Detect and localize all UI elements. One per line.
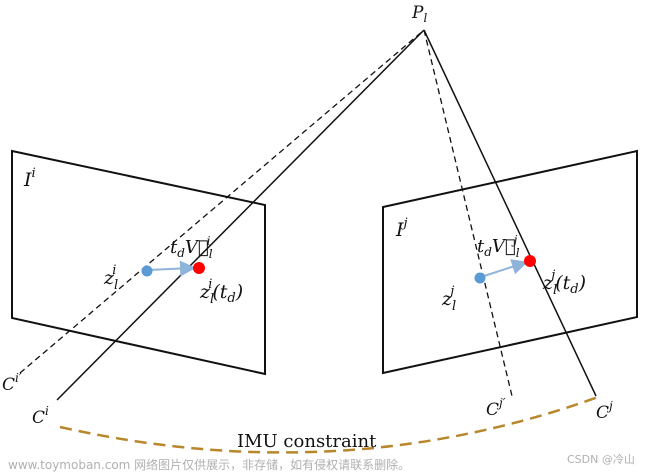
image-plane-i xyxy=(11,149,266,376)
compensated-label-i: zli(td) xyxy=(199,277,243,307)
ray-point-to-cj-prime xyxy=(423,29,513,397)
camera-i-label: Ci xyxy=(32,404,49,428)
observation-label-j: zlj xyxy=(441,284,456,314)
camera-j-label: Cj xyxy=(596,399,613,423)
velocity-label-j: tdV⃗lj xyxy=(477,233,520,260)
image-i-label: Ii xyxy=(23,166,36,191)
feature-point-j-observed xyxy=(474,272,486,284)
compensated-label-j: zlj(td) xyxy=(542,268,586,298)
ray-ci-prime-to-point xyxy=(19,29,425,374)
ray-ci-to-point xyxy=(56,29,425,401)
velocity-arrow-i xyxy=(147,260,196,277)
feature-point-j-compensated xyxy=(524,255,536,267)
ray-point-to-cj xyxy=(423,29,597,397)
watermark-right: CSDN @冷山 xyxy=(567,453,635,466)
watermark-left: www.toymoban.com 网络图片仅供展示，非存储，如有侵权请联系删除。 xyxy=(8,457,410,472)
camera-i-prime-label: Ci′ xyxy=(2,371,22,395)
image-j-label: Ij xyxy=(395,216,408,241)
feature-point-i-observed xyxy=(141,265,153,277)
point-label: Pl xyxy=(411,3,427,25)
image-plane-j xyxy=(382,149,638,375)
feature-point-i-compensated xyxy=(193,262,205,274)
camera-j-prime-label: Cj′ xyxy=(486,396,506,420)
observation-label-i: zli xyxy=(103,263,118,293)
imu-constraint-label: IMU constraint xyxy=(237,431,377,452)
velocity-arrow-j xyxy=(480,259,528,278)
velocity-label-i: tdV⃗li xyxy=(170,234,213,261)
imu-constraint-curve xyxy=(59,395,599,454)
